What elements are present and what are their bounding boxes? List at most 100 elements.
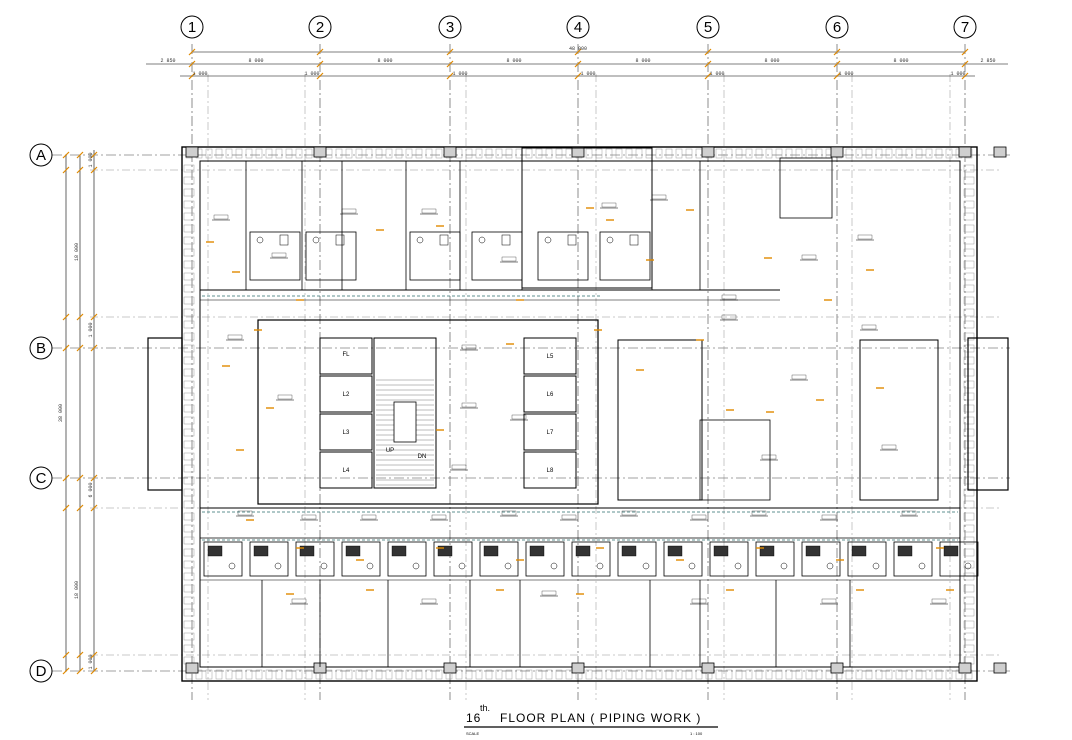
wall-panel [295,669,303,680]
dim-tick [76,166,84,174]
wall-panel [963,524,975,533]
bathroom-pod [709,541,749,577]
pipe-tag-box [541,590,557,596]
wall-panel [963,620,975,629]
lift-label-fl: FL [342,352,350,358]
wall-panel [455,148,463,159]
wall-panel [365,669,373,680]
grid-bubble-row [29,143,53,167]
wall-panel [183,296,195,305]
stair-well [393,401,417,443]
wall-panel [183,596,195,605]
wall-panel [875,148,883,159]
wall-panel [565,148,573,159]
wall-panel [425,669,433,680]
dim-tick [62,313,70,321]
lift-label-l7: L7 [547,430,554,436]
pipe-tag-box [821,598,837,604]
room-top-right [779,157,833,219]
wall-panel [183,272,195,281]
structural-column [443,662,457,674]
structural-column [958,146,972,158]
wall-panel [615,669,623,680]
pipe-tag-box [341,208,357,214]
wall-panel [535,148,543,159]
wall-panel [385,669,393,680]
grid-bubble-col [438,15,462,39]
wall-panel [495,669,503,680]
lift-shaft [523,451,577,489]
wall-panel [805,148,813,159]
bathroom-pod [479,541,519,577]
wall-panel [215,148,223,159]
pipe-tag-box [361,514,377,520]
wall-panel [963,584,975,593]
wall-panel [375,669,383,680]
wall-panel [183,260,195,269]
wall-panel [935,148,943,159]
dim-tick [574,48,582,56]
dim-tick [90,344,98,352]
wall-panel [963,560,975,569]
dim-tick [316,60,324,68]
fixture-basin [688,562,696,570]
pipe-tag-box [751,510,767,516]
wall-panel [963,632,975,641]
water-heater [483,545,499,557]
structural-column [185,146,199,158]
wall-panel [205,148,213,159]
wall-panel [495,148,503,159]
wall-panel [285,669,293,680]
wall-panel [183,332,195,341]
wall-panel [755,669,763,680]
right-lobby [967,337,1009,491]
grid-bubble-col [696,15,720,39]
water-heater [759,545,775,557]
dim-top-left-ext: 2 850 [160,58,175,64]
fixture-basin [918,562,926,570]
wall-panel [725,669,733,680]
wall-panel [295,148,303,159]
wall-panel [795,148,803,159]
dim-tick [961,72,969,80]
wall-panel [665,148,673,159]
dim-sub-7: 1 000 [950,71,965,77]
dim-tick [704,72,712,80]
lift-shaft [523,413,577,451]
wall-panel [535,669,543,680]
fixture-basin [478,236,486,244]
wall-panel [435,148,443,159]
wall-panel [605,669,613,680]
dim-tick [188,48,196,56]
wall-panel [305,148,313,159]
wall-panel [195,669,203,680]
wall-panel [183,524,195,533]
bathroom-pod [249,231,301,281]
bathroom-pod [599,231,651,281]
water-heater [897,545,913,557]
wall-panel [963,260,975,269]
wall-panel [815,148,823,159]
wall-panel [183,560,195,569]
title-text: FLOOR PLAN ( PIPING WORK ) [500,711,701,725]
wall-panel [225,669,233,680]
water-heater [345,545,361,557]
dim-tick [704,48,712,56]
structural-column [993,146,1007,158]
wall-panel [485,148,493,159]
wall-panel [435,669,443,680]
pipe-tag-box [461,344,477,350]
fixture-basin [412,562,420,570]
wall-panel [183,620,195,629]
wall-panel [345,669,353,680]
wall-panel [963,188,975,197]
pipe-tag-box [881,444,897,450]
dim-tick [574,60,582,68]
dim-tick [961,60,969,68]
water-heater [851,545,867,557]
dim-bay-1: 8 000 [248,58,263,64]
lift-shaft [319,413,373,451]
wall-panel [415,669,423,680]
wall-panel [963,308,975,317]
fixture-basin [274,562,282,570]
